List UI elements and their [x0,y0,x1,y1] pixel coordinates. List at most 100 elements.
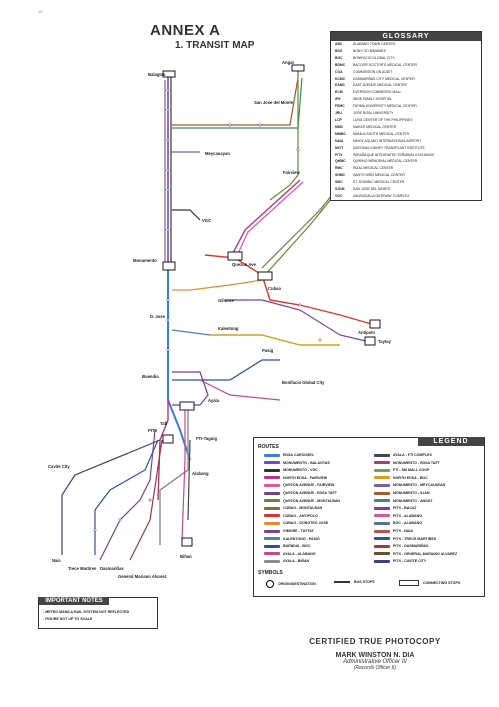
route-color-swatch [374,537,390,541]
route-label: MONUMENTO - VGC [283,468,318,473]
route-color-swatch [374,529,390,533]
glossary-abbr: PITX [335,152,343,157]
route-line [269,80,299,201]
terminal-antipolo: Antipolo [358,330,375,335]
legend-route: PITX - DASMARIÑAS [374,544,429,548]
terminal-angat: Angat [282,60,294,65]
legend-route: AYALA - BIÑAN [264,559,309,563]
route-line [172,209,201,221]
route-label: CUBAO - ANTIPOLO [283,513,318,518]
terminal-quezon-ave: Quezon Ave [232,262,257,267]
terminal-binan: Biñan [180,554,192,559]
glossary-definition: MANILA SOUTH MEDICAL CENTER [353,131,410,136]
terminal-meycauayan: Meycauayan [205,151,230,156]
glossary-definition: BONY GO BIMANIES [353,48,386,53]
route-label: AYALA - BIÑAN [283,559,310,564]
route-label: MONUMENTO - ANGAT [393,498,433,503]
glossary-abbr: FEMC [335,104,345,109]
route-line [172,359,280,381]
route-label: FTI - SM MALL COOP [393,468,430,473]
route-line [172,371,209,406]
legend-route: PITX - TRECE MARTIRES [374,537,436,541]
route-color-swatch [264,529,280,533]
route-label: NORTH EDSA - FAIRVIEW [283,475,328,480]
glossary-definition: PARAÑAQUE INTEGRATED TERMINAL EXCHANGE [353,152,435,157]
page-subtitle: 1. TRANSIT MAP [175,40,255,51]
terminal-pitx: PITX [148,428,158,433]
route-label: NORTH EDSA - BGC [393,475,428,480]
legend-route: FTI - SM MALL COOP [374,468,429,472]
glossary-abbr: RMC [335,166,343,171]
route-color-swatch [374,544,390,548]
legend-route: BGC - ALABANG [374,521,422,525]
route-color-swatch [374,499,390,503]
route-label: MONUMENTO - EDSA TAFT [393,460,440,465]
route-label: CUBAO - MONTALBAN [283,506,323,511]
glossary-abbr: BGC [335,55,343,60]
glossary-abbr: LCP [335,117,342,122]
glossary-abbr: NAIA [335,138,344,143]
route-color-swatch [374,552,390,556]
symbol-label: ORIGIN/DESTINATION [278,582,316,586]
route-label: PITX - BACAT [393,506,417,511]
terminal-alabang: Alabang [192,471,209,476]
glossary-abbr: IFH [335,97,341,102]
route-color-swatch [374,468,390,472]
legend-route: PITX - ALABANG [374,514,422,518]
glossary-abbr: EAMC [335,83,345,88]
glossary-definition: INDIE FAMILY HOSPITAL [353,97,393,102]
legend-symbol-connecting: CONNECTING STOPS [399,580,460,586]
route-line [129,439,163,561]
route-label: QUEZON AVENUE - EDSA TAFT [283,491,337,495]
route-color-swatch [374,559,390,563]
route-color-swatch [264,544,280,548]
terminal-djose: D. Jose [150,314,166,319]
route-line [235,181,304,259]
terminal-gma: General Mariano Alvarez [118,574,167,579]
symbols-heading: SYMBOLS [258,570,283,576]
terminal-cavite-city: Cavite City [48,464,70,469]
route-line [99,429,156,561]
route-color-swatch [374,491,390,495]
page-title: ANNEX A [150,22,221,39]
route-label: EDSA CAROUSEL [283,453,315,457]
glossary-row: BGC BONIFACIO GLOBAL CITY [331,55,481,62]
officer-position: Administrative Officer III [343,659,407,665]
route-color-swatch [264,552,280,556]
route-color-swatch [264,453,280,457]
legend-route: GIMORE - TAYTAY [264,529,314,533]
glossary-definition: ALABANG TOWN CENTER [353,42,396,46]
route-label: PITX - ALABANG [393,513,423,518]
route-line [181,410,186,541]
glossary-abbr: SNMC [335,173,345,178]
legend-route: CUBAO - ANTIPOLO [264,514,318,518]
legend-route: MONUMENTO - EDSA TAFT [374,461,440,465]
route-label: MONUMENTO - ILIAN [393,491,430,495]
legend-symbol-origin: ORIGIN/DESTINATION [266,580,316,588]
glossary-abbr: MMMC [335,131,346,136]
glossary-abbr: COA [335,69,343,74]
note-item: - FIGURE NOT UP TO SCALE [43,617,93,621]
glossary-definition: EVERSION COMMERCE MALL [353,90,402,95]
route-line [231,179,301,256]
route-label: GIMORE - TAYTAY [283,529,314,533]
glossary-definition: BONIFACIO GLOBAL CITY [353,55,395,60]
legend-route: AYALA - FTI COMPLEX [374,453,432,457]
route-line [167,268,191,461]
officer-name: MARK WINSTON N. DIA [335,652,415,659]
route-label: MONUMENTO - MEYCAUAYAN [393,483,446,488]
terminal-gilmore: Gilmore [218,298,234,303]
glossary-definition: SANTO NIÑO MEDICAL CENTER [353,173,405,178]
glossary-abbr: NKTI [335,145,343,150]
legend-route: CUBAO - DOROTEO JOSE [264,521,328,525]
